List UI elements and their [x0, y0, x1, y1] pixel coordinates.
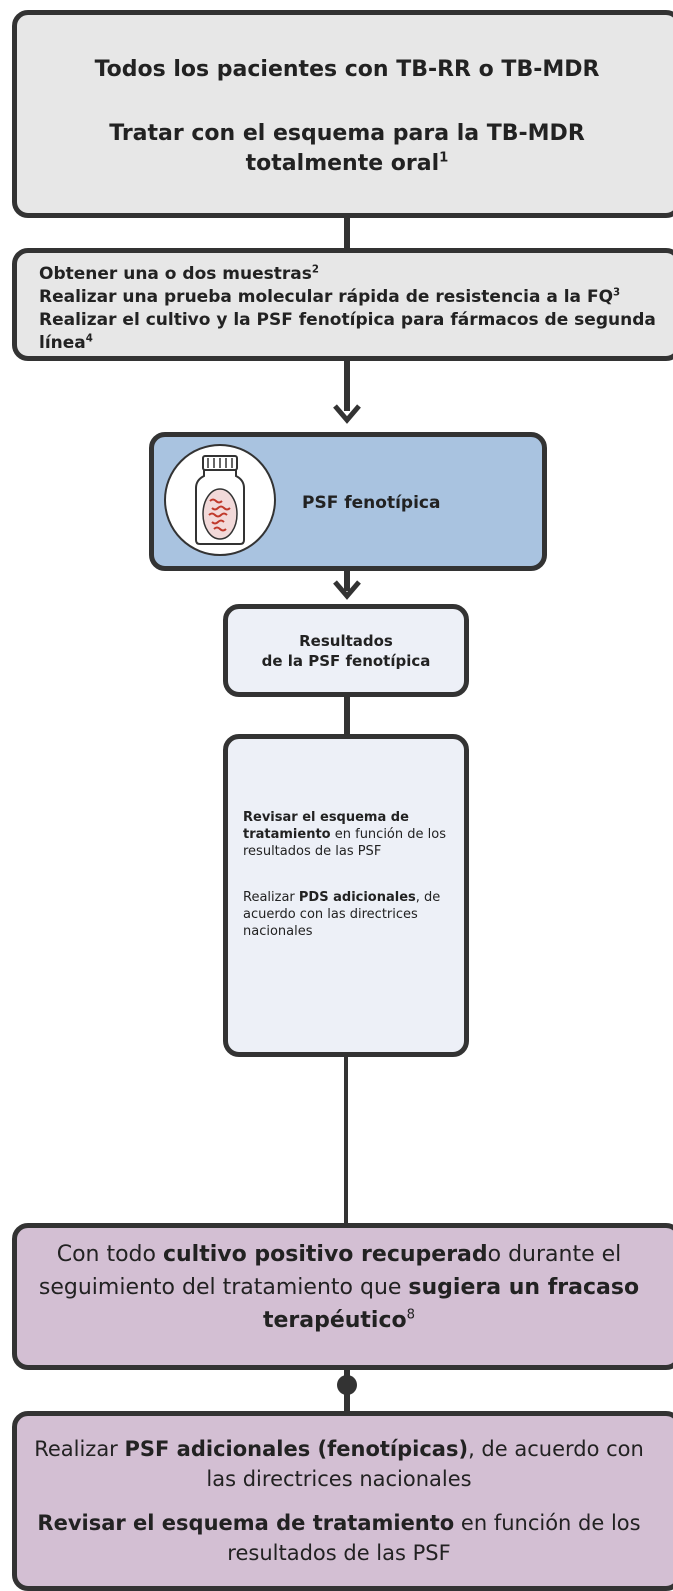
- results-box: Resultados de la PSF fenotípica: [223, 604, 469, 697]
- additional-dst-text: Realizar PDS adicionales, de acuerdo con…: [243, 890, 441, 939]
- connector-2-3: [344, 361, 350, 411]
- obtain-samples-text: Obtener una o dos muestras2: [39, 264, 319, 284]
- review-box: Revisar el esquema de tratamiento en fun…: [223, 734, 469, 1057]
- treat-line-2: totalmente oral: [245, 151, 440, 176]
- start-box: Todos los pacientes con TB-RR o TB-MDR T…: [12, 10, 673, 218]
- treat-heading: Tratar con el esquema para la TB-MDR tot…: [17, 119, 673, 179]
- review-regimen-text: Revisar el esquema de tratamiento en fun…: [243, 810, 446, 859]
- culture-bottle-icon: [164, 444, 276, 556]
- arrow-head-down-icon: [333, 404, 361, 424]
- review-regimen-final-text: Revisar el esquema de tratamiento en fun…: [37, 1511, 641, 1565]
- connector-3-4: [344, 571, 350, 591]
- all-patients-heading: Todos los pacientes con TB-RR o TB-MDR: [94, 57, 600, 82]
- positive-culture-box: Con todo cultivo positivo recuperado dur…: [12, 1223, 673, 1370]
- phenotypic-dst-title: PSF fenotípica: [302, 493, 441, 513]
- footnote-ref: 1: [439, 150, 449, 166]
- molecular-test-text: Realizar una prueba molecular rápida de …: [39, 287, 621, 307]
- connector-4-5: [344, 697, 350, 734]
- connector-1-2: [344, 218, 350, 248]
- sample-testing-box: Obtener una o dos muestras2 Realizar una…: [12, 248, 673, 361]
- connector-5-6: [344, 1057, 348, 1223]
- treat-line-1: Tratar con el esquema para la TB-MDR: [109, 121, 585, 146]
- positive-culture-text: Con todo cultivo positivo recuperado dur…: [38, 1242, 640, 1333]
- junction-dot-icon: [337, 1375, 357, 1395]
- phenotypic-dst-box: PSF fenotípica: [149, 432, 547, 571]
- additional-psf-text: Realizar PSF adicionales (fenotípicas), …: [34, 1437, 644, 1491]
- arrow-head-down-icon: [333, 580, 361, 600]
- results-title: Resultados de la PSF fenotípica: [261, 632, 431, 670]
- culture-dst-text: Realizar el cultivo y la PSF fenotípica …: [39, 310, 656, 353]
- final-action-box: Realizar PSF adicionales (fenotípicas), …: [12, 1411, 673, 1591]
